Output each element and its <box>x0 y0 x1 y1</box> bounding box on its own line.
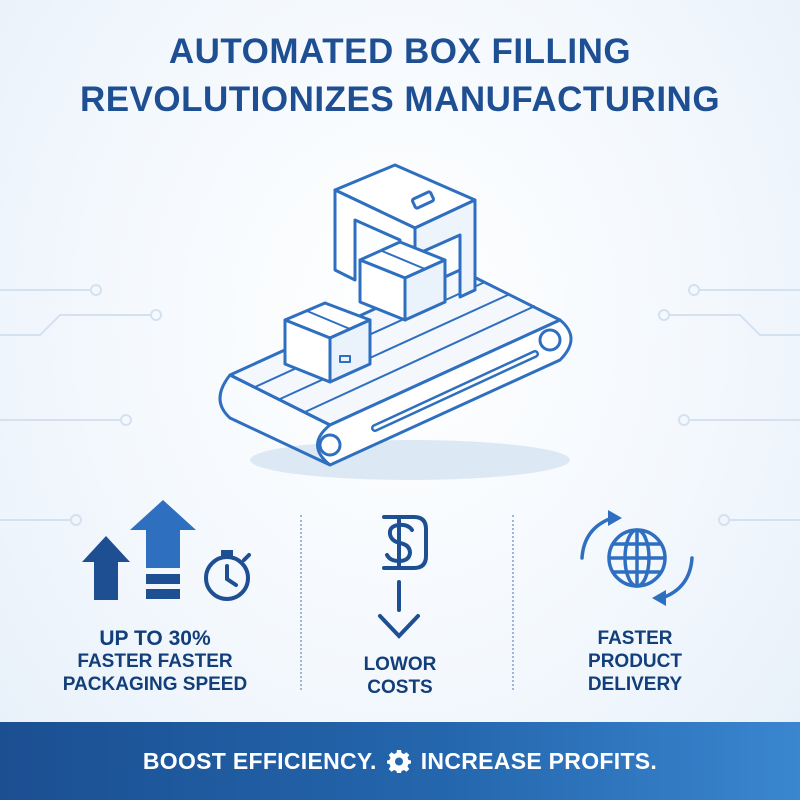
headline: AUTOMATED BOX FILLING REVOLUTIONIZES MAN… <box>0 28 800 124</box>
stat-line-2: COSTS <box>367 677 433 698</box>
globe-cycle-icon <box>580 510 694 606</box>
stat-prefix: UP TO <box>99 627 169 650</box>
stat-lower-costs: LOWOR COSTS <box>330 653 470 699</box>
dollar-down-arrow-icon <box>378 515 428 639</box>
headline-line-2: REVOLUTIONIZES MANUFACTURING <box>79 80 721 119</box>
stat-faster-delivery: FASTER PRODUCT DELIVERY <box>555 627 715 696</box>
speed-arrows-stopwatch-icon <box>82 500 251 601</box>
stat-line-2: PRODUCT <box>588 651 682 672</box>
banner-text-left: BOOST EFFICIENCY. <box>142 747 377 774</box>
stat-packaging-speed: UP TO 30% FASTER FASTER PACKAGING SPEED <box>55 627 255 696</box>
stat-line-1: LOWOR <box>363 654 437 675</box>
stat-percent: 30% <box>168 627 211 650</box>
conveyor-machine-illustration <box>218 163 573 480</box>
stat-line-1: FASTER <box>597 628 673 649</box>
divider-right <box>512 515 514 690</box>
stat-line-2: FASTER FASTER <box>77 651 233 672</box>
stat-line-3: DELIVERY <box>587 674 683 695</box>
gear-icon <box>386 750 411 773</box>
banner-text-right: INCREASE PROFITS. <box>420 747 658 774</box>
headline-line-1: AUTOMATED BOX FILLING <box>168 32 632 71</box>
footer-banner: BOOST EFFICIENCY. INCREASE PROFITS. <box>0 722 800 800</box>
divider-left <box>300 515 302 690</box>
stat-line-3: PACKAGING SPEED <box>62 674 248 695</box>
